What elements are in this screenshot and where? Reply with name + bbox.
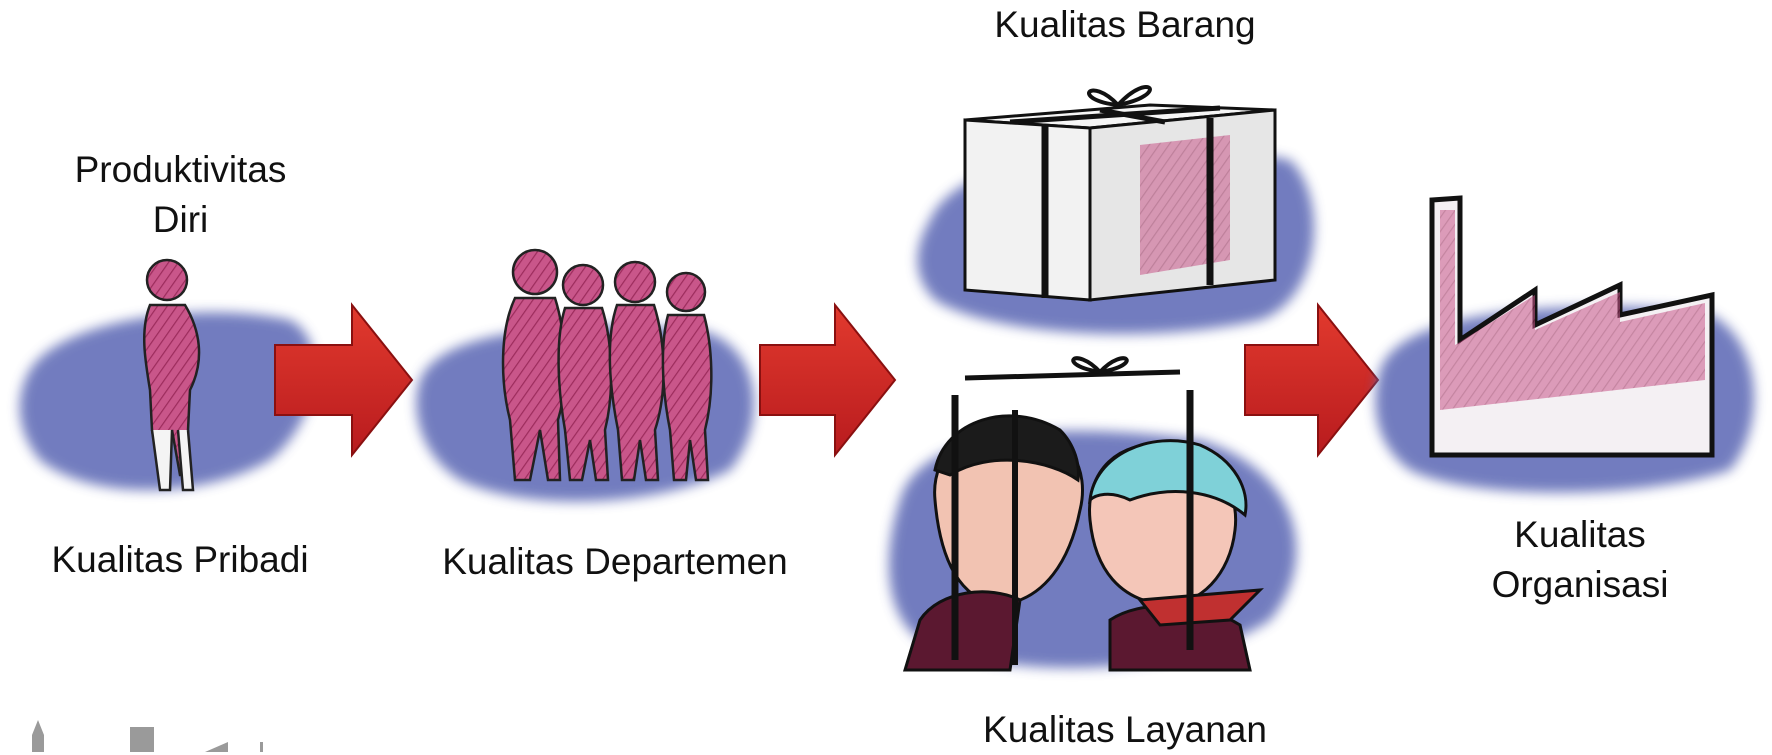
arrow-3 [1244,302,1380,458]
label-produktivitas-line1: Produktivitas [74,149,287,190]
label-produktivitas-line2: Diri [152,199,209,240]
label-organisasi-line1: Kualitas [1514,514,1646,555]
label-kualitas-organisasi: Kualitas Organisasi [1465,510,1695,610]
gift-box [963,85,1277,302]
label-kualitas-barang: Kualitas Barang [994,4,1256,45]
label-organisasi-line2: Organisasi [1491,564,1669,605]
arrow-2 [759,302,897,458]
person-silhouette [142,258,201,492]
arrow-1 [274,302,414,458]
label-kualitas-departemen: Kualitas Departemen [442,541,788,582]
label-kualitas-layanan: Kualitas Layanan [983,709,1267,750]
factory [1429,195,1715,458]
group-silhouette [501,248,713,482]
label-produktivitas-diri: Produktivitas Diri [58,145,303,245]
skyline-decoration [32,720,263,752]
service-people [902,356,1264,672]
label-kualitas-pribadi: Kualitas Pribadi [51,539,309,580]
